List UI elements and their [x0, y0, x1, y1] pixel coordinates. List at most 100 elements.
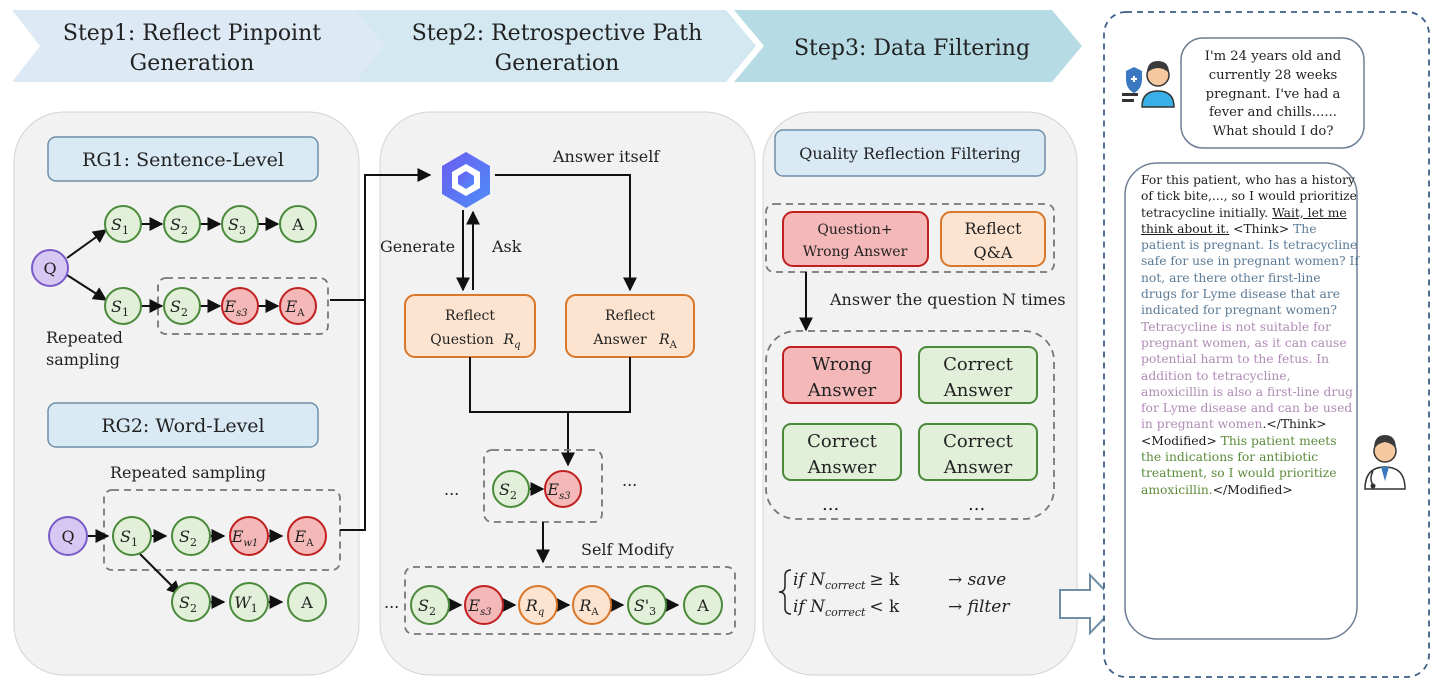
rg2-node-ew1: Ew1 [229, 516, 269, 556]
svg-text:Answer: Answer [592, 332, 647, 348]
ellipsis-right: ... [622, 471, 637, 490]
path-node-s3-prime: S'3 [627, 585, 667, 625]
reflect-question-box: Reflect Question Rq [404, 294, 536, 358]
step2-title-line2: Generation [495, 51, 620, 76]
svg-text:if Ncorrect< k: if Ncorrect< k [793, 597, 900, 619]
path-node-ra: RA [572, 585, 612, 625]
svg-text:Quality Reflection Filtering: Quality Reflection Filtering [799, 144, 1020, 163]
svg-text:Answer: Answer [807, 380, 877, 401]
svg-text:Question: Question [430, 332, 494, 348]
modify-node-s2: S2 [492, 470, 530, 508]
svg-text:if Ncorrect≥ k: if Ncorrect≥ k [793, 570, 900, 592]
ask-label: Ask [491, 237, 522, 256]
self-modify-label: Self Modify [581, 540, 674, 559]
response-think: The patient is pregnant. Is tetracycline… [1141, 221, 1359, 318]
reflect-qa-box: Reflect Q&A [940, 211, 1046, 267]
repeated-sampling-label-1b: sampling [46, 350, 120, 369]
rg2-node-s1: S1 [112, 516, 152, 556]
generate-label: Generate [380, 237, 455, 256]
answer-itself-label: Answer itself [552, 147, 660, 166]
step2-banner: Step2: Retrospective Path Generation [355, 10, 756, 82]
doctor-response: For this patient, who has a history of t… [1141, 172, 1359, 498]
ellipsis-path: ... [384, 593, 399, 612]
svg-text:Q: Q [61, 527, 74, 546]
repeated-sampling-label-1: Repeated [46, 328, 123, 347]
rg1-node-ea: EA [279, 287, 317, 325]
svg-text:Reflect: Reflect [605, 308, 655, 324]
answers-ellipsis-2: ... [968, 494, 985, 515]
rg1-node-s1-bottom: S1 [104, 287, 142, 325]
step3-banner: Step3: Data Filtering [734, 10, 1082, 82]
svg-text:Answer: Answer [943, 457, 1013, 478]
filter-condition: if Ncorrect≥ k → save if Ncorrect< k → f… [778, 569, 1010, 619]
answers-ellipsis-1: ... [822, 494, 839, 515]
svg-text:A: A [696, 596, 709, 615]
svg-text:Answer: Answer [943, 380, 1013, 401]
rg2-node-ea: EA [287, 516, 327, 556]
wrong-answer-box: Wrong Answer [782, 346, 902, 404]
step1-title-line1: Step1: Reflect Pinpoint [63, 21, 321, 46]
rg2-title-box: RG2: Word-Level [47, 402, 319, 448]
path-node-s2: S2 [410, 585, 450, 625]
rg1-error-box [157, 277, 329, 335]
rg2-node-s2: S2 [171, 516, 211, 556]
rg1-node-s2-top: S2 [163, 205, 201, 243]
svg-text:Correct: Correct [807, 431, 878, 452]
step1-title-line2: Generation [130, 51, 255, 76]
svg-text:Reflect: Reflect [964, 219, 1022, 238]
path-node-es3: Es3 [464, 585, 504, 625]
qwen-logo-icon [442, 152, 490, 208]
response-reasoning: Tetracycline is not suitable for pregnan… [1141, 319, 1353, 432]
modified-path-box [404, 566, 736, 635]
svg-text:Reflect: Reflect [445, 308, 495, 324]
patient-icon [1122, 61, 1175, 108]
svg-text:A: A [300, 593, 313, 612]
doctor-icon [1364, 435, 1406, 490]
patient-message: I'm 24 years old and currently 28 weeks … [1204, 49, 1342, 140]
answers-box [765, 330, 1055, 520]
path-node-a: A [683, 585, 723, 625]
rg1-node-s1-top: S1 [104, 205, 142, 243]
rg2-title: RG2: Word-Level [101, 415, 264, 437]
rg2-node-a: A [287, 582, 327, 622]
correct-answer-box-3: Correct Answer [918, 423, 1038, 481]
step3-title: Step3: Data Filtering [794, 36, 1030, 61]
step1-banner: Step1: Reflect Pinpoint Generation [12, 10, 390, 82]
rg1-node-s3-top: S3 [221, 205, 259, 243]
rg1-node-s2-bottom: S2 [163, 287, 201, 325]
doctor-bubble [1124, 162, 1358, 640]
response-wait: Wait, let me think about it. [1141, 205, 1347, 236]
response-think-tag: <Think> [1229, 221, 1294, 236]
quality-filter-title-box: Quality Reflection Filtering [774, 129, 1046, 177]
rg2-node-s2-alt: S2 [171, 582, 211, 622]
svg-text:→ save: → save [948, 570, 1006, 590]
response-tags: .</Think><Modified> [1141, 417, 1327, 448]
svg-text:Q: Q [43, 259, 56, 278]
svg-text:Q&A: Q&A [974, 243, 1013, 262]
modify-node-es3: Es3 [544, 470, 582, 508]
svg-text:Question+: Question+ [817, 222, 892, 238]
step2-title-line1: Step2: Retrospective Path [412, 21, 703, 46]
correct-answer-box-1: Correct Answer [918, 346, 1038, 404]
rg1-title: RG1: Sentence-Level [82, 149, 284, 171]
svg-text:Answer: Answer [807, 457, 877, 478]
answer-n-times-label: Answer the question N times [829, 290, 1066, 309]
response-intro: For this patient, who has a history of t… [1141, 173, 1357, 220]
ellipsis-left: ... [444, 480, 459, 499]
input-pair-box [765, 203, 1055, 273]
svg-text:Wrong Answer: Wrong Answer [803, 244, 908, 260]
response-end-tag: </Modified> [1212, 482, 1293, 497]
patient-bubble [1180, 37, 1365, 149]
rg1-title-box: RG1: Sentence-Level [47, 136, 319, 182]
svg-text:Correct: Correct [943, 431, 1014, 452]
correct-answer-box-2: Correct Answer [782, 423, 902, 481]
svg-text:Correct: Correct [943, 354, 1014, 375]
response-final: This patient meets the indications for a… [1141, 433, 1337, 497]
rg1-node-a-top: A [279, 205, 317, 243]
svg-text:A: A [291, 215, 304, 234]
reflect-answer-box: Reflect Answer RA [565, 294, 695, 358]
repeated-sampling-label-2: Repeated sampling [110, 463, 266, 482]
question-wrong-answer-box: Question+ Wrong Answer [782, 211, 929, 267]
svg-text:Wrong: Wrong [812, 354, 872, 375]
